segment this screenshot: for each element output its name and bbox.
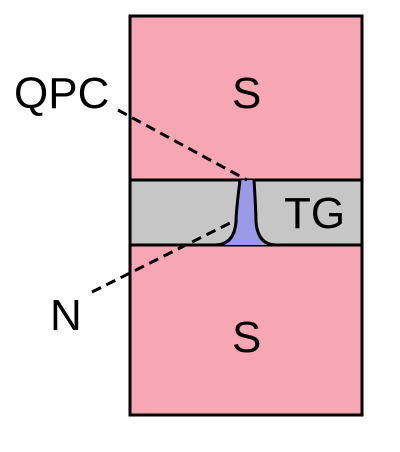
- bottom-s-label: S: [232, 313, 261, 362]
- bottom-superconductor-region: [128, 243, 364, 417]
- gate-label: TG: [284, 189, 345, 238]
- top-s-label: S: [232, 69, 261, 118]
- left-gate: [128, 178, 242, 247]
- qpc-pointer-line: [117, 108, 248, 182]
- right-gate: [252, 178, 364, 247]
- n-pointer-line: [91, 220, 233, 294]
- top-superconductor-region: [128, 14, 364, 182]
- n-label: N: [50, 291, 82, 340]
- qpc-label: QPC: [14, 69, 109, 118]
